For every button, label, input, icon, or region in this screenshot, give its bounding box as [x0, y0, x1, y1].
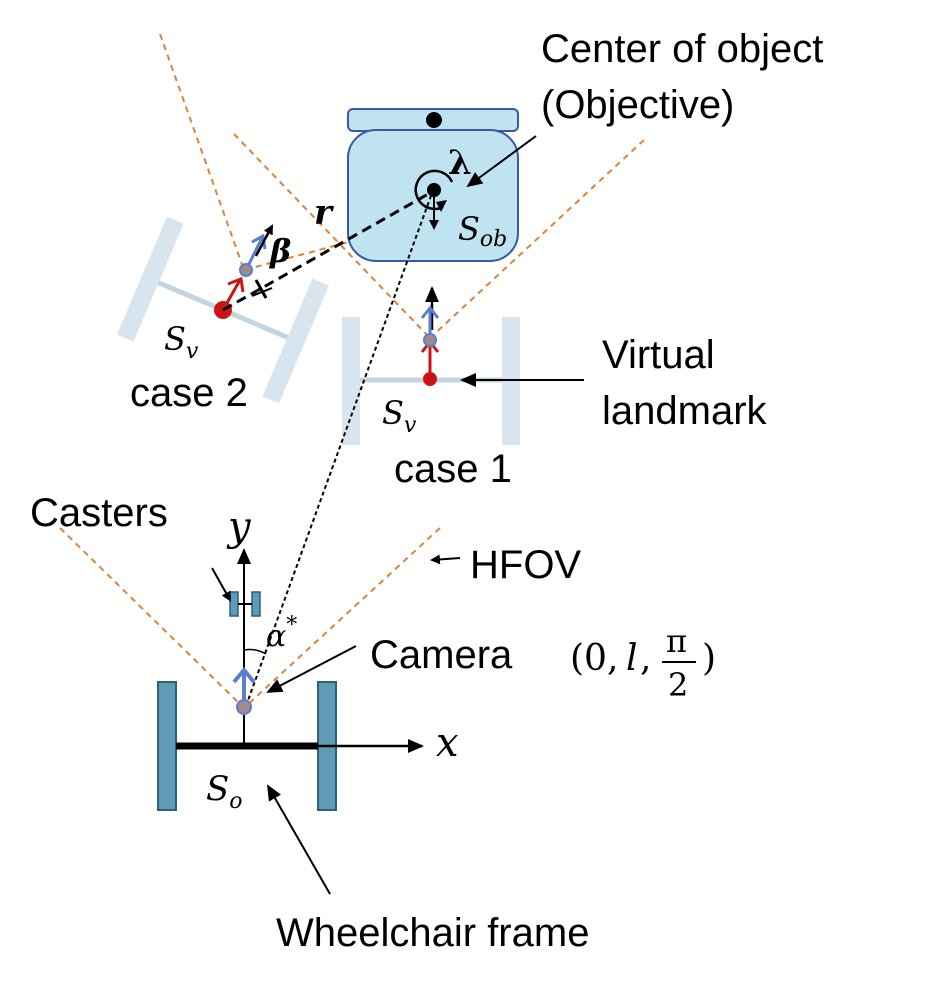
- case1-s-v-main: S: [382, 394, 404, 432]
- object: λ Sob: [347, 108, 519, 262]
- objective-label: (Objective): [541, 83, 734, 127]
- case2-camera-point: [239, 263, 253, 277]
- case2-label: case 2: [130, 371, 248, 415]
- object-top-dot: [426, 112, 442, 128]
- camera-coordinates: (0, l , π 2 ): [570, 622, 716, 704]
- caster-left: [229, 591, 239, 617]
- landmark-label: landmark: [602, 389, 768, 433]
- y-axis-label: y: [226, 504, 252, 550]
- camera-point: [236, 699, 252, 715]
- case1-virtual-wheelchair: Sv: [342, 286, 520, 445]
- case1-blue-arrowhead: [420, 305, 440, 319]
- casters-label: Casters: [30, 491, 168, 535]
- case2-offset-tick: [251, 287, 273, 297]
- fov-main-left: [59, 527, 245, 709]
- beta-symbol: β: [269, 232, 291, 270]
- camera-blue-arrowhead: [232, 666, 256, 684]
- case2-s-v-sub: v: [186, 339, 199, 364]
- wheelchair-frame-pointer: [267, 784, 331, 895]
- coord-open: (0,: [570, 638, 618, 679]
- center-of-object-pointer: [466, 135, 537, 188]
- case1-red-point: [423, 372, 437, 386]
- fov-case1-left: [233, 133, 431, 339]
- lambda-rotation-arrowhead: [436, 200, 447, 212]
- alpha-main: α: [266, 619, 286, 654]
- fov-case1-right: [429, 139, 645, 339]
- coord-comma: ,: [640, 638, 651, 679]
- case1-s-v-sub: v: [404, 413, 417, 438]
- hfov-label: HFOV: [470, 543, 581, 587]
- coord-two: 2: [668, 666, 688, 704]
- s-o-sub: o: [229, 789, 242, 814]
- fov-main-right: [243, 527, 441, 709]
- wheelchair-frame-label: Wheelchair frame: [276, 911, 589, 955]
- annotation-arrows: [211, 135, 584, 895]
- alpha-angle-arc: [243, 648, 267, 655]
- case1-s-v-label: Sv: [382, 394, 417, 438]
- r-distance-line: [222, 191, 431, 312]
- lambda-symbol: λ: [448, 143, 472, 183]
- lambda-rotation-icon: [414, 169, 454, 211]
- s-ob-main: S: [458, 210, 480, 248]
- caster-right: [251, 591, 261, 617]
- camera-label: Camera: [370, 633, 513, 677]
- case2-virtual-wheelchair: β r Sv: [116, 191, 431, 404]
- casters-pointer: [211, 567, 231, 602]
- case2-s-v-main: S: [164, 320, 186, 358]
- center-of-object-label: Center of object: [541, 27, 823, 71]
- alpha-sup: *: [286, 613, 297, 638]
- coord-l: l: [626, 638, 638, 679]
- hfov-pointer: [430, 554, 461, 565]
- r-symbol: r: [314, 193, 334, 233]
- fov-case2-left: [159, 33, 245, 271]
- left-wheel: [157, 681, 177, 811]
- case2-beta-arrow: [254, 224, 274, 257]
- virtual-label: Virtual: [602, 333, 715, 377]
- case2-s-v-label: Sv: [164, 320, 199, 364]
- case1-label: case 1: [394, 447, 512, 491]
- coord-pi: π: [666, 622, 687, 660]
- s-ob-label: Sob: [458, 210, 507, 252]
- camera-pointer: [266, 645, 357, 693]
- x-axis-label: x: [436, 720, 459, 766]
- case2-blue-arrowhead: [251, 233, 267, 250]
- s-o-main: S: [206, 769, 229, 809]
- case2-offset-marker: [254, 279, 268, 299]
- coord-close: ): [702, 638, 716, 679]
- object-center-point: [427, 183, 441, 197]
- case1-camera-point: [423, 333, 437, 347]
- case2-left-wheel: [116, 216, 184, 342]
- case2-right-wheel: [262, 278, 330, 404]
- case2-red-arrowhead: [227, 276, 245, 293]
- wheelchair-frame: y x α* So: [157, 504, 459, 814]
- s-o-label: So: [206, 769, 243, 814]
- case1-left-wheel: [342, 317, 360, 445]
- alpha-label: α*: [266, 613, 297, 654]
- s-ob-sub: ob: [480, 227, 507, 252]
